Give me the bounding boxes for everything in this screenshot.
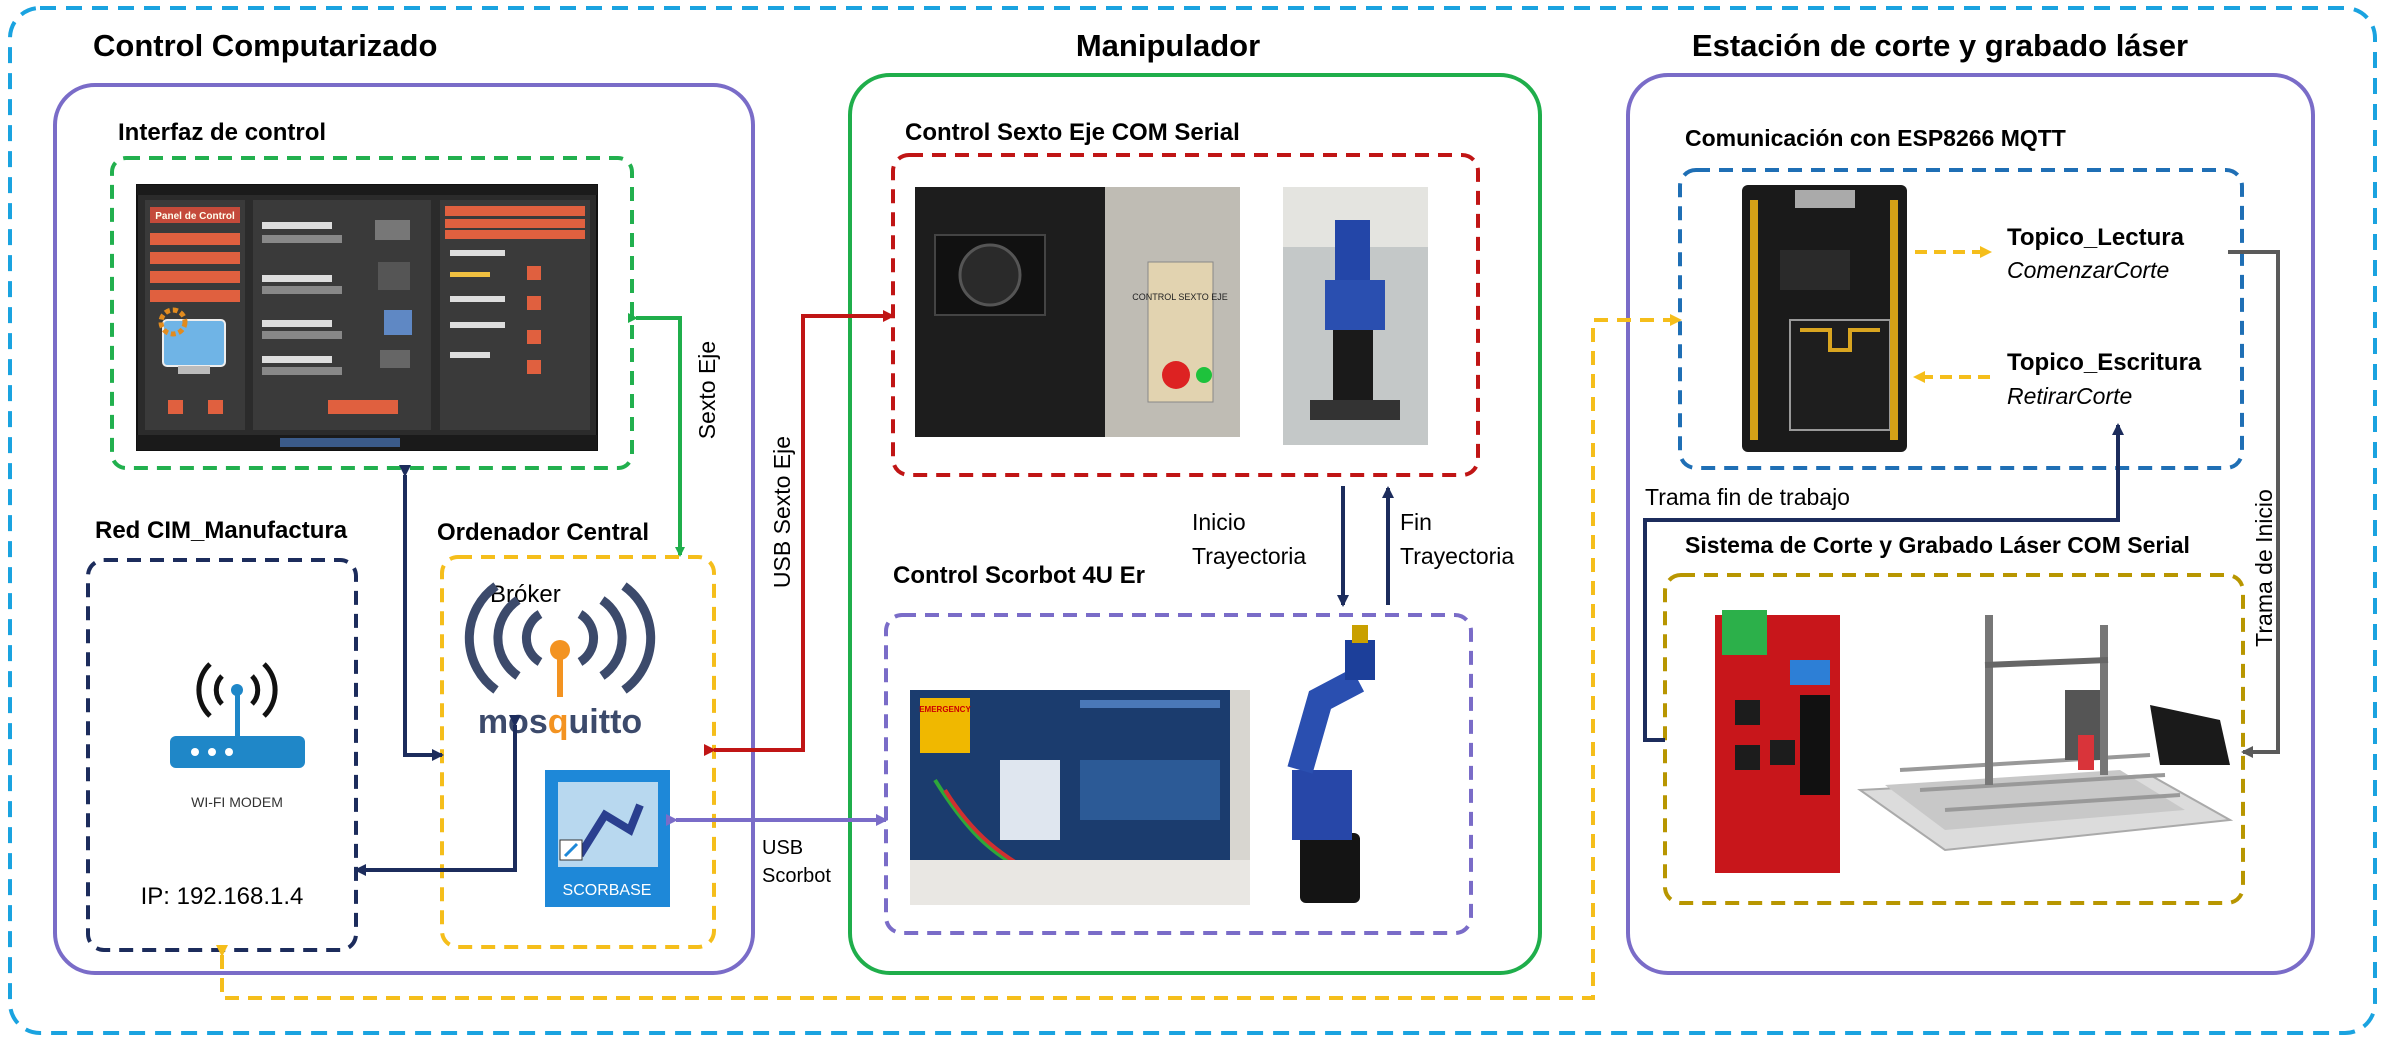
sexto-eje-controller-photo: CONTROL SEXTO EJE (915, 187, 1240, 437)
settings-gear-icon (158, 307, 188, 337)
laser-title: Sistema de Corte y Grabado Láser COM Ser… (1685, 532, 2190, 558)
interfaz-title: Interfaz de control (118, 119, 326, 146)
emergency-label: EMERGENCY (919, 705, 971, 714)
scorbot-controller-photo: EMERGENCY (910, 690, 1250, 905)
panel-title: Panel de Control (155, 211, 235, 222)
outer-frame (8, 6, 2377, 1035)
laser-engraver-photo (1857, 615, 2234, 852)
ramps-board-photo (1715, 610, 1840, 873)
inicio-label-1: Inicio (1192, 509, 1246, 535)
trama-fin-connector (1643, 423, 2124, 742)
sexto-eje-label: Sexto Eje (694, 341, 720, 439)
topic-read-msg: ComenzarCorte (2007, 257, 2169, 283)
esp-box (1678, 168, 2244, 470)
scorbase-label: SCORBASE (563, 882, 652, 899)
esp8266-board-photo (1742, 185, 1907, 452)
ip-address: IP: 192.168.1.4 (141, 883, 304, 910)
trama-fin-label: Trama fin de trabajo (1645, 484, 1850, 510)
modem-label: WI-FI MODEM (191, 794, 283, 810)
red-esp-connector (216, 314, 1682, 1000)
topic-read: Topico_Lectura (2007, 224, 2185, 251)
usb-scorbot-label-1: USB (762, 837, 803, 859)
trama-inicio-label: Trama de Inicio (2251, 489, 2277, 647)
red-title: Red CIM_Manufactura (95, 517, 348, 544)
title-estacion-laser: Estación de corte y grabado láser (1692, 28, 2188, 63)
ordenador-title: Ordenador Central (437, 519, 649, 546)
fin-label-1: Fin (1400, 509, 1432, 535)
usb-scorbot-label-2: Scorbot (762, 865, 831, 887)
inicio-label-2: Trayectoria (1192, 543, 1306, 569)
title-manipulador: Manipulador (1076, 28, 1260, 63)
broker-label: Bróker (490, 581, 561, 608)
topic-write: Topico_Escritura (2007, 349, 2202, 376)
scorbot-robot-photo (1287, 625, 1375, 903)
sexto-eje-robot-photo (1283, 187, 1428, 445)
broker-red-connector (354, 715, 521, 876)
fin-label-2: Trayectoria (1400, 543, 1514, 569)
sexto-eje-title: Control Sexto Eje COM Serial (905, 119, 1240, 146)
usb-sexto-connector (704, 310, 895, 756)
usb-sexto-label: USB Sexto Eje (769, 436, 795, 588)
title-control-computarizado: Control Computarizado (93, 28, 437, 63)
control-panel-screenshot: Panel de Control (136, 184, 598, 451)
esp-title: Comunicación con ESP8266 MQTT (1685, 125, 2066, 151)
interfaz-ordenador-connector (399, 465, 444, 761)
scorbot-title: Control Scorbot 4U Er (893, 562, 1145, 589)
trama-inicio-connector (2228, 250, 2280, 758)
topic-write-msg: RetirarCorte (2007, 383, 2132, 409)
mosquitto-wordmark: mosquitto (478, 703, 642, 741)
sexto-eje-sign: CONTROL SEXTO EJE (1132, 292, 1228, 302)
wifi-router-icon (170, 662, 305, 768)
